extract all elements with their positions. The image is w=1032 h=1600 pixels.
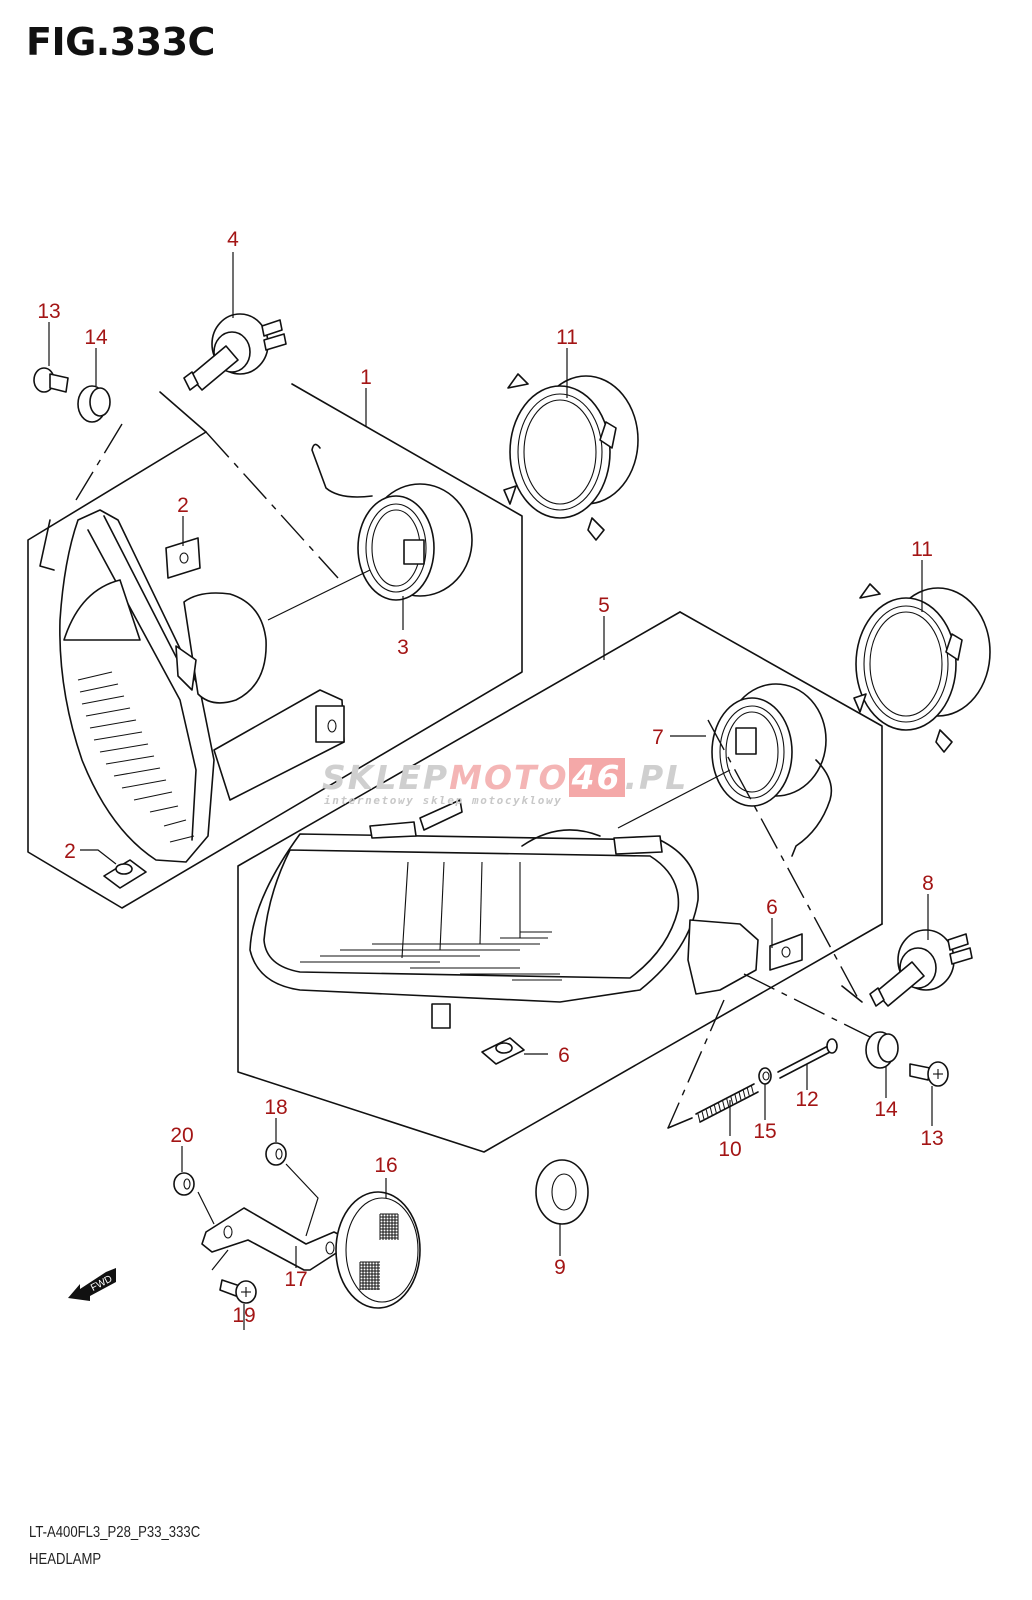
reflector-hatching-left (77, 671, 195, 843)
bulb-socket-part-7 (617, 683, 833, 857)
callout-1[interactable]: 1 (360, 366, 372, 389)
nut-part-20 (173, 1172, 195, 1196)
reflector-part-16 (335, 1191, 421, 1309)
spring-coil (722, 1100, 726, 1109)
clip-nut-part-6-lower (481, 1037, 525, 1065)
headlamp-right-part-5 (249, 799, 759, 1029)
clip-nut-part-6-upper (769, 933, 803, 971)
callout-17[interactable]: 17 (284, 1268, 307, 1291)
callout-18[interactable]: 18 (264, 1096, 287, 1119)
spring-coil (701, 1111, 705, 1120)
spring-coil (697, 1113, 701, 1123)
screw-part-19 (211, 1249, 257, 1304)
bracket-part-17 (197, 1163, 345, 1271)
dash-line-spring (667, 999, 725, 1129)
spring-coil (742, 1089, 746, 1098)
dash-corner-spring (667, 1117, 693, 1129)
arrow-left-down-icon: FWD (68, 1268, 116, 1301)
callout-14-right[interactable]: 14 (874, 1098, 898, 1121)
callout-20[interactable]: 20 (170, 1124, 193, 1147)
figure-code: LT-A400FL3_P28_P33_333C (29, 1524, 201, 1541)
callout-2-lower[interactable]: 2 (64, 840, 76, 863)
callout-13-left[interactable]: 13 (37, 300, 60, 323)
callout-14-left[interactable]: 14 (84, 326, 108, 349)
reflector-hatching-right (300, 931, 562, 981)
spring-coil (709, 1107, 713, 1116)
spring-coil (730, 1096, 734, 1105)
dash-corner-left (39, 519, 55, 571)
callout-7[interactable]: 7 (652, 726, 664, 749)
spring-coil (713, 1105, 717, 1114)
bulb-part-4 (183, 313, 287, 391)
callout-labels: 4 13 14 1 11 2 3 2 5 11 7 8 6 6 12 15 10… (37, 228, 943, 1327)
bulb-socket-part-3 (267, 443, 473, 621)
spring-coil (746, 1087, 750, 1096)
washer-part-15 (758, 1067, 772, 1085)
callout-11-right[interactable]: 11 (911, 538, 933, 561)
assembly-frame-left (27, 383, 523, 909)
adjust-screw-part-12 (777, 1038, 838, 1079)
spring-coil (750, 1085, 754, 1094)
fwd-label: FWD (89, 1274, 114, 1294)
nut-part-18 (265, 1142, 287, 1166)
callout-13-right[interactable]: 13 (920, 1127, 943, 1150)
callout-6-lower[interactable]: 6 (558, 1044, 570, 1067)
dash-line-grommet (75, 423, 123, 501)
dash-line-bulb-left (205, 431, 339, 579)
callout-3[interactable]: 3 (397, 636, 409, 659)
spring-coil (738, 1091, 742, 1101)
retaining-ring-part-11-upper (503, 373, 639, 541)
dash-line-adjuster (743, 973, 885, 1045)
callout-15[interactable]: 15 (753, 1120, 776, 1143)
callout-leaders (48, 252, 933, 1330)
grommet-part-14-left (77, 385, 111, 423)
spring-coil (705, 1109, 709, 1118)
grommet-part-14-right (865, 1031, 899, 1069)
callout-11-upper[interactable]: 11 (556, 326, 578, 349)
retaining-ring-part-11-right (853, 583, 991, 753)
bulb-part-8 (841, 929, 973, 1007)
spring-coil (734, 1094, 738, 1103)
seal-ring-part-9 (535, 1159, 589, 1225)
bolt-part-13-right (909, 1061, 949, 1087)
figure-title: FIG.333C (26, 20, 215, 64)
assembly-frame-right (237, 611, 883, 1153)
spring-coil (726, 1098, 730, 1107)
callout-4[interactable]: 4 (227, 228, 239, 251)
callout-6-upper[interactable]: 6 (766, 896, 778, 919)
clip-nut-part-2-upper (165, 537, 201, 579)
spring-part-10 (695, 1083, 759, 1123)
spring-coil (718, 1102, 721, 1112)
clip-nut-part-2-lower (103, 859, 147, 889)
headlamp-left-part-1 (59, 509, 345, 863)
callout-5[interactable]: 5 (598, 594, 610, 617)
callout-12[interactable]: 12 (795, 1088, 818, 1111)
callout-19[interactable]: 19 (232, 1304, 255, 1327)
fwd-direction-badge: FWD (68, 1264, 120, 1308)
callout-10[interactable]: 10 (718, 1138, 741, 1161)
dash-line-bulb-right (707, 719, 861, 1003)
callout-16[interactable]: 16 (374, 1154, 397, 1177)
callout-2-upper[interactable]: 2 (177, 494, 189, 517)
figure-name: HEADLAMP (29, 1551, 102, 1568)
callout-9[interactable]: 9 (554, 1256, 566, 1279)
bolt-part-13-left (33, 367, 69, 393)
callout-8[interactable]: 8 (922, 872, 934, 895)
